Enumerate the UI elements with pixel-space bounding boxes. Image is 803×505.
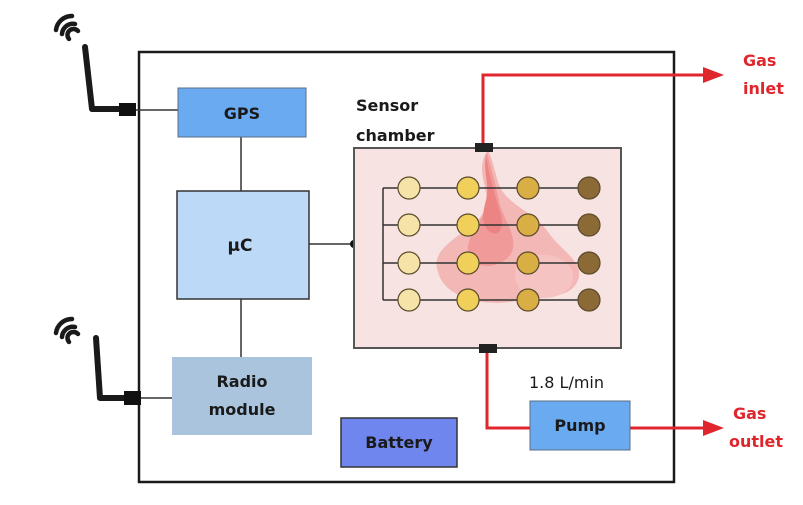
- gas-sensor: [577, 176, 601, 200]
- gps-label: GPS: [224, 104, 260, 123]
- gas-outlet-label-line2: outlet: [729, 432, 783, 451]
- gps-block: GPS: [177, 87, 307, 138]
- gas-sensor: [397, 288, 421, 312]
- gps-antenna-icon: [53, 13, 136, 116]
- gas-outlet-label-line1: Gas: [733, 404, 766, 423]
- pump-block: Pump: [529, 400, 631, 451]
- radio-module-block: Radio module: [172, 357, 312, 435]
- pump-label: Pump: [554, 416, 605, 435]
- gas-inlet-label-line2: inlet: [743, 79, 784, 98]
- gas-sensor: [456, 251, 480, 275]
- radio-label-line2: module: [209, 400, 276, 419]
- mcu-block: µC: [176, 190, 310, 300]
- sensor-array: [382, 176, 601, 312]
- gas-sensor: [456, 176, 480, 200]
- gas-sensor: [397, 251, 421, 275]
- battery-block: Battery: [340, 417, 458, 468]
- gas-sensor: [397, 213, 421, 237]
- radio-antenna-icon: [53, 316, 141, 405]
- radio-label-line1: Radio: [216, 372, 267, 391]
- gas-sensor: [577, 213, 601, 237]
- mcu-label: µC: [228, 236, 253, 256]
- battery-label: Battery: [365, 433, 433, 452]
- gas-sensor: [516, 251, 540, 275]
- gas-sensor: [397, 176, 421, 200]
- pump-rate-label: 1.8 L/min: [529, 373, 604, 392]
- device-enclosure: [137, 50, 676, 484]
- gas-sensor: [456, 288, 480, 312]
- sensor-chamber-title-line1: Sensor: [356, 96, 418, 115]
- sensor-chamber: [353, 147, 622, 349]
- gas-sensor: [577, 251, 601, 275]
- gas-sensor: [577, 288, 601, 312]
- gas-outlet-line: [479, 344, 724, 436]
- sensor-chamber-title-line2: chamber: [356, 126, 435, 145]
- gas-inlet-line: [475, 67, 724, 152]
- gas-sensor: [456, 213, 480, 237]
- gas-inlet-label-line1: Gas: [743, 51, 776, 70]
- gas-sensor: [516, 288, 540, 312]
- gas-sensor: [516, 213, 540, 237]
- gas-sensor: [516, 176, 540, 200]
